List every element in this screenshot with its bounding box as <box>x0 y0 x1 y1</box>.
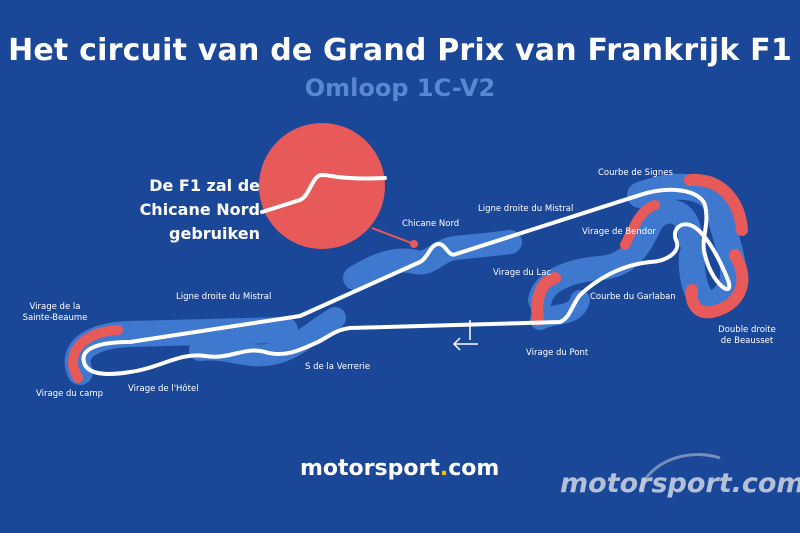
page-title: Het circuit van de Grand Prix van Frankr… <box>8 33 792 68</box>
label-virage-du-pont: Virage du Pont <box>526 348 589 358</box>
callout-circle <box>259 123 385 249</box>
label-sainte-beaume-line-1: Virage de la <box>29 302 81 312</box>
label-courbe-de-signes: Courbe de Signes <box>598 168 673 178</box>
label-courbe-du-garlaban: Courbe du Garlaban <box>590 292 676 302</box>
motorsport-logo: motorsport.com <box>300 456 499 481</box>
label-virage-du-camp: Virage du camp <box>36 389 104 399</box>
label-double-droite-line-1: Double droite <box>718 325 776 335</box>
callout-text: De F1 zal de Chicane Nord gebruiken <box>100 174 260 246</box>
callout-line-1: De F1 zal de <box>149 176 260 195</box>
track-inner-return <box>83 326 352 376</box>
track-main-loop <box>81 187 732 367</box>
page-subtitle: Omloop 1C-V2 <box>304 74 496 102</box>
label-double-droite-line-2: de Beausset <box>720 336 774 346</box>
pit-lane <box>452 320 478 351</box>
callout-chicane-detail <box>260 173 387 214</box>
label-virage-de-lhotel: Virage de l'Hôtel <box>128 384 199 394</box>
label-virage-de-bendor: Virage de Bendor <box>582 227 656 237</box>
label-sainte-beaume-line-2: Sainte-Beaume <box>22 313 88 323</box>
label-ligne-droite-mistral-left: Ligne droite du Mistral <box>176 292 272 302</box>
callout-connector <box>371 227 415 245</box>
direction-arrow <box>452 337 478 351</box>
label-ligne-droite-mistral-top: Ligne droite du Mistral <box>478 204 574 214</box>
runoff-red-areas <box>68 173 749 383</box>
watermark-swoosh <box>638 453 721 491</box>
runoff-red-bendor <box>620 200 660 250</box>
label-virage-sainte-beaume: Virage de la Sainte-Beaume <box>20 302 90 324</box>
runoff-red-hairpin <box>68 325 123 383</box>
runoff-red-lac <box>531 272 561 326</box>
runoff-red-beausset <box>685 249 749 319</box>
callout-dot <box>410 240 418 248</box>
motorsport-watermark: motorsport.com <box>560 468 800 499</box>
runoff-red-signes <box>684 173 748 236</box>
logo-main-suffix: com <box>448 456 500 481</box>
label-s-de-la-verrerie: S de la Verrerie <box>305 362 371 372</box>
track <box>81 187 732 376</box>
label-double-droite-de-beausset: Double droite de Beausset <box>706 325 788 347</box>
runoff-garlaban <box>530 290 590 330</box>
callout-line-2: Chicane Nord gebruiken <box>139 200 260 243</box>
chicane-callout <box>259 123 418 249</box>
logo-main-dot: . <box>439 456 449 481</box>
label-virage-du-lac: Virage du Lac <box>493 268 552 278</box>
runoff-bendor <box>528 199 702 312</box>
runoff-verrerie <box>189 307 346 367</box>
label-chicane-nord: Chicane Nord <box>402 219 460 229</box>
logo-main-text: motorsport <box>300 456 440 481</box>
